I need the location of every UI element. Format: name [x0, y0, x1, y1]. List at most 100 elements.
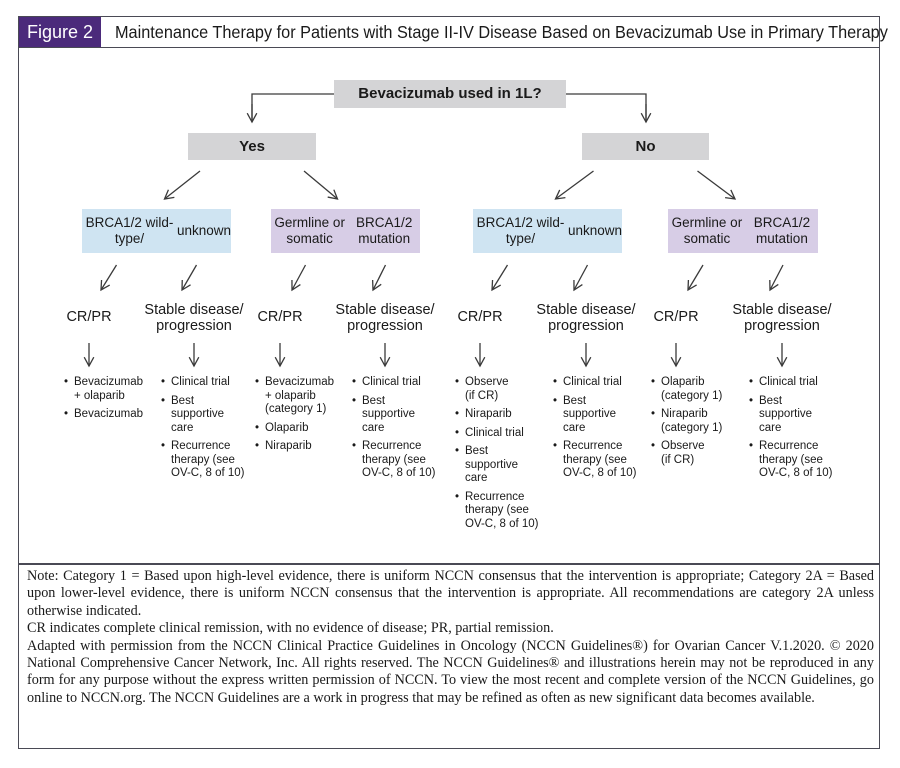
stable-progression-label: Stable disease/progression — [717, 302, 847, 334]
treatment-option-line: Clinical trial — [563, 376, 622, 388]
treatment-option-line: Observe — [465, 376, 509, 388]
flowchart-arrows — [83, 93, 788, 368]
treatment-option-line: Best — [362, 394, 386, 407]
treatment-option-line: Best — [759, 394, 783, 407]
treatment-option-line: supportive — [465, 458, 519, 471]
treatment-option: Niraparib(category 1) — [651, 408, 741, 435]
arrow-cr-pr-to-options-head — [670, 356, 682, 368]
treatment-option-line: supportive — [362, 408, 416, 420]
treatment-option-line: care — [362, 421, 385, 434]
arrow-cr-pr-to-options-head — [83, 356, 95, 368]
note-source-permission: Adapted with permission from the NCCN Cl… — [27, 637, 874, 706]
group-label-line: Germline or somatic — [671, 215, 743, 246]
arrow-to-cr-pr — [687, 264, 704, 291]
treatment-option-line: supportive — [759, 408, 813, 420]
treatment-option: Observe(if CR) — [651, 440, 741, 467]
treatment-option: Clinical trial — [553, 376, 643, 390]
treatment-option-line: Bevacizumab — [74, 408, 144, 420]
stable-options-list: Clinical trialBestsupportivecareRecurren… — [352, 376, 442, 486]
stable-progression-label: Stable disease/progression — [521, 302, 651, 334]
stable-label-line: progression — [548, 318, 624, 334]
treatment-option-line: OV-C, 8 of 10) — [563, 467, 637, 479]
cr-pr-label: CR/PR — [653, 309, 699, 325]
figure-frame — [18, 16, 880, 749]
treatment-option-line: supportive — [171, 408, 225, 420]
arrow-root-yes-head — [246, 112, 258, 124]
arrow-to-cr-pr-head — [100, 279, 111, 292]
treatment-option-line: therapy (see — [465, 504, 529, 516]
note-category-definitions: Note: Category 1 = Based upon high-level… — [27, 568, 874, 619]
arrow-no-to-wildtype — [555, 170, 594, 200]
treatment-option-line: Clinical trial — [362, 376, 421, 388]
treatment-option-line: supportive — [563, 408, 617, 420]
treatment-option-line: Clinical trial — [171, 376, 230, 388]
figure-header: Figure 2 Maintenance Therapy for Patient… — [19, 17, 888, 48]
group-label-line: BRCA1/2 wild-type/ — [85, 215, 174, 246]
treatment-option-line: (if CR) — [661, 453, 695, 466]
arrow-stable-to-options-head — [580, 356, 592, 368]
notes-divider — [19, 563, 879, 565]
group-label-line: BRCA1/2 wild-type/ — [476, 215, 565, 246]
treatment-option-line: Recurrence — [465, 490, 525, 503]
cr-pr-options-list: Observe(if CR)NiraparibClinical trialBes… — [455, 376, 545, 536]
arrow-cr-pr-to-options-head — [474, 356, 486, 368]
group-label-line: unknown — [176, 223, 231, 238]
mutation-box-no: Germline or somatic BRCA1/2 mutation — [668, 209, 818, 253]
cr-pr-options-list: Olaparib(category 1)Niraparib(category 1… — [651, 376, 741, 472]
stable-options-list: Clinical trialBestsupportivecareRecurren… — [749, 376, 839, 486]
stable-label-line: progression — [347, 318, 423, 334]
arrow-no-to-mutation-head — [725, 189, 737, 200]
arrow-cr-pr-to-options-head — [274, 356, 286, 368]
treatment-option-line: therapy (see — [759, 453, 823, 466]
treatment-option-line: care — [171, 421, 194, 434]
arrow-to-cr-pr-head — [491, 279, 502, 292]
arrow-to-stable-head — [181, 279, 191, 292]
treatment-option: Clinical trial — [749, 376, 839, 390]
treatment-option-line: Recurrence — [171, 440, 231, 452]
treatment-option-line: Best — [465, 445, 489, 457]
treatment-option-line: therapy (see — [362, 453, 426, 466]
arrow-no-to-wildtype-head — [554, 189, 566, 200]
treatment-option-line: (category 1) — [661, 421, 723, 434]
arrow-no-to-mutation — [697, 170, 736, 200]
cr-pr-label: CR/PR — [457, 309, 503, 325]
treatment-option-line: Bevacizumab — [74, 376, 144, 388]
figure-label: Figure 2 — [19, 17, 101, 47]
connector-root-no — [566, 93, 647, 120]
treatment-option: Niraparib — [455, 408, 545, 422]
treatment-option: Olaparib — [255, 422, 345, 436]
group-label-line: unknown — [567, 223, 622, 238]
arrow-to-stable-head — [371, 279, 382, 292]
treatment-option-line: OV-C, 8 of 10) — [465, 517, 539, 530]
treatment-option: Niraparib — [255, 440, 345, 454]
treatment-option-line: Clinical trial — [759, 376, 818, 388]
stable-options-list: Clinical trialBestsupportivecareRecurren… — [161, 376, 251, 486]
arrow-to-cr-pr — [491, 264, 509, 291]
stable-progression-label: Stable disease/progression — [320, 302, 450, 334]
group-label-line: Germline or somatic — [274, 215, 345, 246]
arrow-to-stable — [769, 264, 784, 291]
treatment-option: Clinical trial — [352, 376, 442, 390]
treatment-option-line: (category 1) — [265, 403, 327, 415]
treatment-option-line: Recurrence — [362, 440, 422, 452]
treatment-option-line: Best — [171, 394, 195, 407]
group-label-line: BRCA1/2 mutation — [753, 215, 811, 246]
arrow-stable-to-options-head — [379, 356, 391, 368]
arrow-to-cr-pr — [291, 264, 307, 291]
arrow-to-cr-pr-head — [291, 279, 301, 292]
treatment-option-line: OV-C, 8 of 10) — [759, 467, 833, 479]
connector-root-yes — [251, 93, 334, 120]
treatment-option-line: Recurrence — [563, 440, 623, 452]
decision-box-no: No — [582, 133, 709, 160]
note-abbreviations: CR indicates complete clinical remission… — [27, 620, 554, 637]
treatment-option: Bevacizumab — [64, 408, 154, 422]
treatment-option-line: Observe — [661, 440, 705, 452]
arrow-to-stable — [372, 264, 387, 291]
stable-label-line: Stable disease/ — [732, 302, 832, 318]
